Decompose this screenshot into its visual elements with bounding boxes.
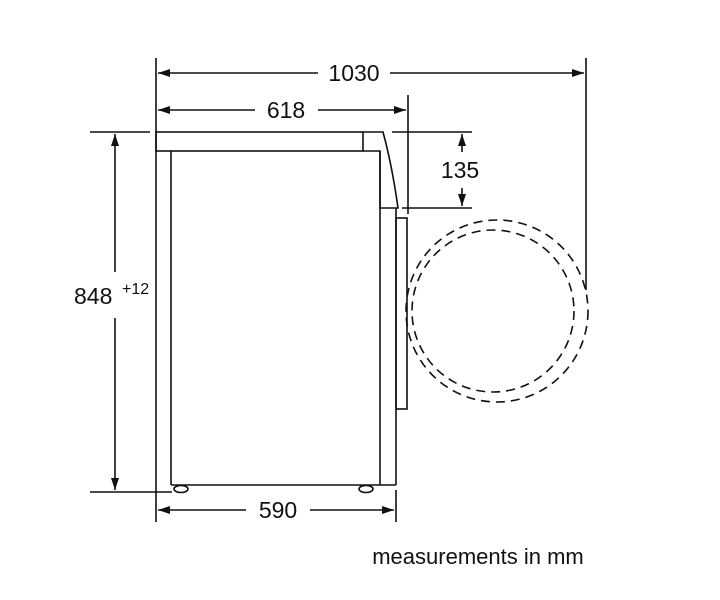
label-848: 848 bbox=[74, 283, 112, 309]
label-1030: 1030 bbox=[328, 60, 379, 86]
foot-front bbox=[358, 484, 374, 494]
label-135: 135 bbox=[441, 157, 479, 183]
label-618: 618 bbox=[267, 97, 305, 123]
front-panel-top bbox=[363, 131, 399, 209]
units-note: measurements in mm bbox=[372, 544, 584, 569]
worktop bbox=[155, 131, 364, 152]
door bbox=[395, 217, 408, 410]
door-swing-inner bbox=[411, 229, 575, 393]
door-swing-outer bbox=[405, 219, 589, 403]
label-590: 590 bbox=[259, 497, 297, 523]
foot-rear bbox=[173, 484, 189, 494]
label-848-tolerance: +12 bbox=[122, 281, 149, 298]
